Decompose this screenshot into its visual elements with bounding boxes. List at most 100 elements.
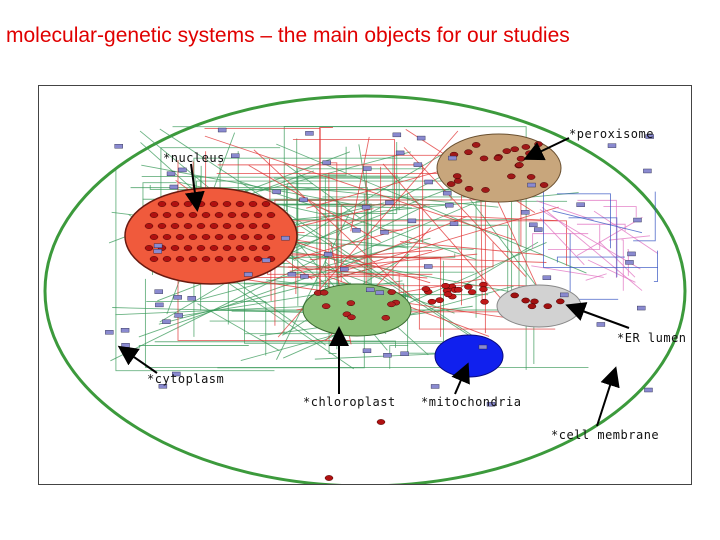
network-gene-node [172,371,181,377]
network-gene-node [407,218,417,224]
network-gene-node [155,302,164,308]
cytoplasm-node [435,297,444,303]
network-edge-pink [621,239,624,291]
network-gene-node [166,171,176,176]
peroxisome-node [534,141,543,147]
network-edge-red [444,215,558,222]
network-gene-node [607,143,617,148]
peroxisome-node [507,173,516,180]
cytoplasm-node [324,475,334,481]
network-gene-node [542,275,552,280]
nucleus-label: *nucleus [163,151,225,165]
nucleus-node [162,256,172,262]
nucleus-node [183,223,193,229]
nucleus-node [227,212,237,218]
network-edge-red [254,220,567,266]
nucleus-node [196,201,206,207]
network-gene-node [637,305,646,311]
network-edge-green [283,125,470,221]
nucleus-node [235,245,245,251]
peroxisome-node [502,148,512,154]
chloroplast-node [321,303,331,310]
network-edge-pink [603,206,637,218]
nucleus-node [149,212,159,218]
nucleus-node [149,234,159,240]
network-gene-node [154,289,163,294]
network-edge-green [287,171,451,255]
peroxisome-node [515,162,524,168]
er-lumen-arrow [565,302,630,329]
nucleus-node [175,256,185,262]
nucleus-node [235,201,245,207]
nucleus-arrow [184,163,205,212]
chloroplast-node [387,289,396,295]
nucleus-node [188,212,198,218]
peroxisome-node [510,146,520,153]
network-edge-green [138,345,249,349]
network-gene-node [114,144,123,149]
network-gene-node [633,217,642,223]
peroxisome-node [493,155,503,161]
network-gene-node [375,290,384,295]
peroxisome-node [464,149,473,156]
network-gene-node [281,235,290,241]
network-gene-node [392,132,402,138]
er-lumen-node [527,303,537,310]
nucleus-node [227,234,237,240]
nucleus-node [183,245,193,251]
network-edge-pink [536,200,594,221]
network-gene-node [449,221,459,226]
network-edge-blue [552,210,643,234]
nucleus-node [214,212,224,218]
network-edge-red [319,127,333,322]
nucleus-node [157,201,167,207]
network-gene-node [153,249,162,254]
nucleus-node [201,234,211,240]
er-lumen-node [510,292,519,299]
chloroplast-node [381,314,391,321]
cytoplasm-node [467,289,477,295]
network-edge-pink [576,223,626,232]
nucleus-node [157,223,167,229]
nucleus-node [235,223,245,229]
network-gene-node [627,251,636,257]
peroxisome-node [516,155,526,162]
network-edge-green [115,304,337,316]
network-gene-node [366,287,375,293]
nucleus-node [175,234,185,240]
cytoplasm-node [441,282,450,289]
nucleus-node [162,234,172,240]
slide-title: molecular-genetic systems – the main obj… [6,24,570,47]
network-edge-red [418,204,556,330]
network-gene-node [352,228,361,233]
network-edge-red [253,149,413,299]
network-edge-red [350,136,370,232]
chloroplast-node [346,300,356,306]
nucleus-node [162,212,172,218]
network-edge-red [217,164,424,243]
network-gene-node [413,162,423,167]
network-gene-node [521,210,530,215]
er-lumen-compartment [496,284,582,328]
nucleus-node [149,256,159,262]
cytoplasm-node [464,284,473,290]
network-edge-red [204,135,516,241]
network-gene-node [300,274,309,279]
network-edge-green [302,224,509,319]
peroxisome-node [521,144,531,150]
nucleus-node [222,245,232,251]
network-gene-node [529,222,538,228]
mitochondria-label: *mitochondria [421,395,521,409]
nucleus-node [144,245,154,251]
network-gene-node [380,230,389,235]
cell-membrane-label: *cell membrane [551,428,659,442]
cytoplasm-node [443,291,453,298]
network-gene-node [362,166,372,171]
network-edge-red [274,199,503,326]
network-edge-blue [653,250,658,283]
network-nodes [105,127,654,481]
peroxisome-label: *peroxisome [569,127,654,141]
network-edge-blue [556,256,625,263]
cytoplasm-node [454,286,463,293]
er-lumen-label: *ER lumen [617,331,687,345]
